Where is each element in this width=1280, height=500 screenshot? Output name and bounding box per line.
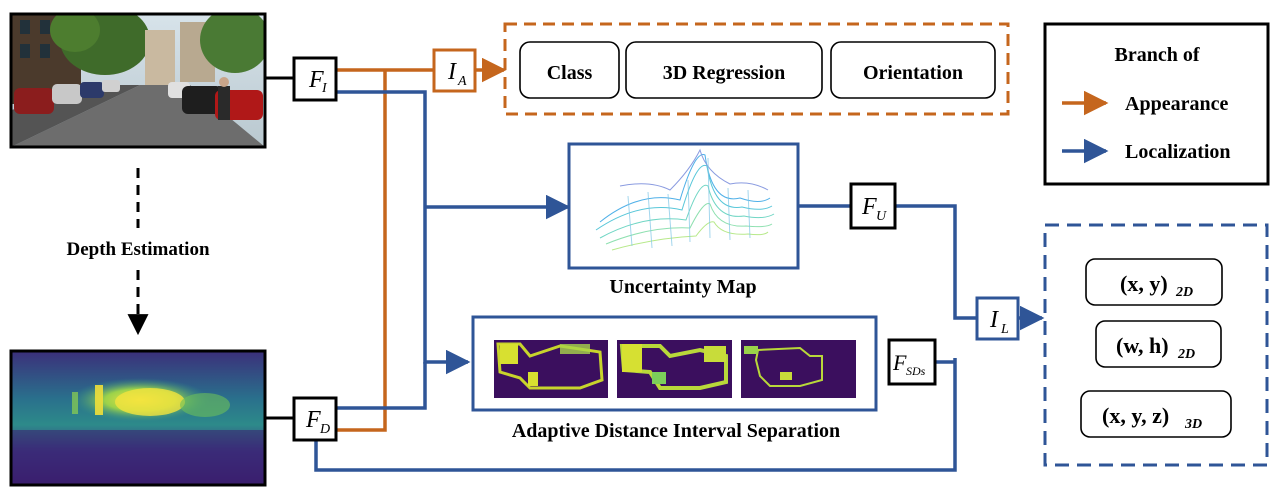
head-3d-regression-label: 3D Regression — [663, 62, 785, 84]
localization-flow — [314, 90, 1045, 472]
output-xyz3d-sub: 3D — [1184, 417, 1202, 432]
feature-ia-box: I A — [432, 48, 477, 93]
legend-localization-label: Localization — [1125, 141, 1231, 163]
separation-mask-mid — [617, 340, 732, 398]
fu-sub: U — [876, 209, 887, 224]
fsds-main: F — [892, 350, 907, 375]
street-scene-image — [11, 14, 265, 147]
fi-main: F — [308, 67, 324, 93]
depth-estimation-label: Depth Estimation — [66, 239, 209, 260]
head-orientation-box: Orientation — [830, 41, 996, 99]
separation-mask-far — [741, 340, 856, 398]
head-orientation-label: Orientation — [863, 62, 963, 84]
fi-sub: I — [321, 81, 328, 96]
feature-fi-box: F I — [292, 56, 338, 102]
legend-title: Branch of — [1115, 44, 1200, 66]
head-3d-regression-box: 3D Regression — [625, 41, 823, 99]
output-xy2d-main: (x, y) — [1120, 271, 1168, 296]
output-xy2d-box: (x, y) 2D — [1085, 258, 1223, 306]
legend-appearance-label: Appearance — [1125, 93, 1228, 115]
separation-mask-near — [494, 340, 608, 398]
depth-map-image — [11, 351, 265, 485]
ia-main: I — [447, 59, 457, 85]
il-main: I — [989, 307, 999, 333]
ia-sub: A — [457, 74, 467, 89]
fsds-sub: SDs — [906, 364, 926, 378]
output-wh2d-sub: 2D — [1177, 347, 1195, 362]
uncertainty-map-label: Uncertainty Map — [609, 276, 756, 298]
output-wh2d-main: (w, h) — [1116, 333, 1169, 358]
fd-sub: D — [319, 422, 330, 437]
feature-fu-box: F U — [849, 182, 897, 230]
localization-outputs-container — [1043, 223, 1269, 467]
output-xy2d-sub: 2D — [1175, 285, 1193, 300]
appearance-heads-container — [503, 22, 1010, 116]
fd-main: F — [305, 407, 321, 433]
street-scene-frame — [9, 12, 267, 149]
feature-fd-box: F D — [292, 396, 338, 442]
output-xyz3d-main: (x, y, z) — [1102, 403, 1169, 428]
head-class-box: Class — [519, 41, 620, 99]
separation-label: Adaptive Distance Interval Separation — [512, 420, 840, 442]
output-xyz3d-box: (x, y, z) 3D — [1080, 390, 1232, 438]
head-class-label: Class — [547, 62, 593, 84]
feature-fsds-box: F SDs — [887, 338, 937, 386]
fu-main: F — [861, 194, 877, 220]
output-wh2d-box: (w, h) 2D — [1095, 320, 1222, 368]
appearance-flow — [336, 57, 507, 432]
feature-il-box: I L — [975, 296, 1020, 341]
uncertainty-surface-plot — [595, 148, 775, 251]
il-sub: L — [1000, 322, 1009, 337]
